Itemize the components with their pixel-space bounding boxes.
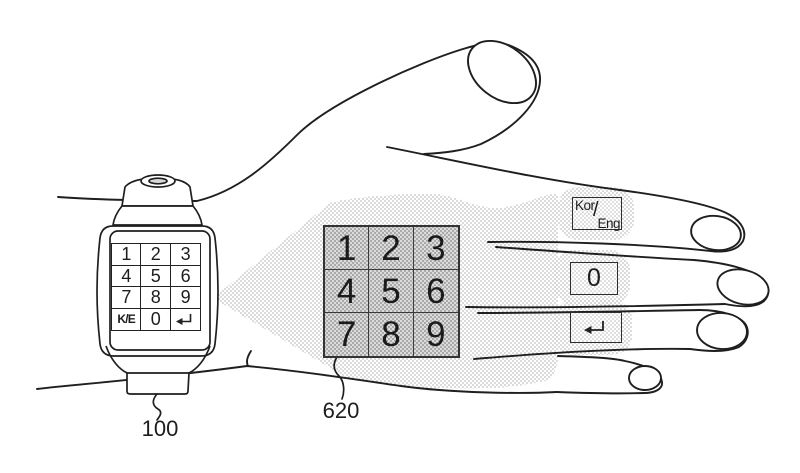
projected-language-toggle-key: Kor / Eng: [572, 197, 622, 231]
reference-label-watch: 100: [141, 416, 179, 441]
watch-enter-key: [171, 309, 200, 331]
middle-nail-icon: [716, 268, 770, 306]
little-nail-icon: [628, 365, 662, 391]
projected-enter-key: [570, 312, 622, 343]
projected-keypad: 1 2 3 4 5 6 7 8 9: [323, 225, 460, 358]
ring-nail-icon: [696, 312, 748, 350]
index-finger-outline: [386, 146, 746, 253]
watch-screen-keypad: 1 2 3 4 5 6 7 8 9 K/E 0: [111, 243, 201, 331]
watch-key: 1: [112, 244, 142, 266]
language-key-top-label: Kor: [575, 198, 595, 213]
thumb-nail-icon: [467, 39, 537, 105]
projected-key: 4: [325, 270, 370, 313]
leader-line-100: [152, 393, 162, 421]
ring-finger-outline: [473, 309, 749, 360]
watch-buckle-inner: [148, 177, 168, 185]
watch-key: 4: [112, 265, 142, 287]
watch-zero-key: 0: [141, 308, 171, 330]
language-key-separator: /: [593, 199, 599, 221]
watch-key: 9: [170, 287, 200, 309]
projected-key: 9: [426, 315, 446, 354]
watch-key: 8: [141, 287, 171, 309]
projected-key: 5: [369, 270, 414, 313]
watch-key: 2: [141, 244, 171, 266]
index-nail-icon: [690, 214, 742, 252]
projected-key: 6: [413, 270, 458, 313]
thumb-outline: [57, 42, 541, 202]
watch-mode-key: K/E: [112, 308, 142, 330]
watch-key: 6: [170, 266, 200, 287]
watch-key: 7: [112, 287, 142, 309]
wrist-crease: [246, 350, 252, 367]
watch-strap-top-flare: [112, 205, 203, 226]
watch-key: 5: [141, 265, 171, 287]
leader-line-620: [333, 356, 345, 400]
little-finger-outline: [556, 355, 663, 395]
projected-key: 1: [325, 227, 370, 270]
watch-neck-left: [105, 345, 128, 374]
projected-key: 2: [369, 227, 414, 270]
zero-key-label: 0: [587, 264, 601, 292]
projected-zero-key: 0: [570, 262, 618, 295]
watch-neck-right: [188, 345, 211, 374]
wrist-bottom-outline: [36, 365, 558, 394]
return-arrow-icon: [176, 313, 192, 325]
projected-key: 7: [325, 313, 370, 356]
watch-key: 3: [170, 244, 200, 266]
return-arrow-icon: [584, 321, 604, 334]
reference-label-projected-keypad: 620: [322, 398, 360, 423]
language-key-bottom-label: Eng: [597, 216, 620, 231]
projected-key: 8: [369, 313, 414, 356]
projected-key: 3: [413, 227, 458, 270]
watch-strap-bottom: [126, 372, 190, 395]
hand-outline: [36, 39, 770, 395]
